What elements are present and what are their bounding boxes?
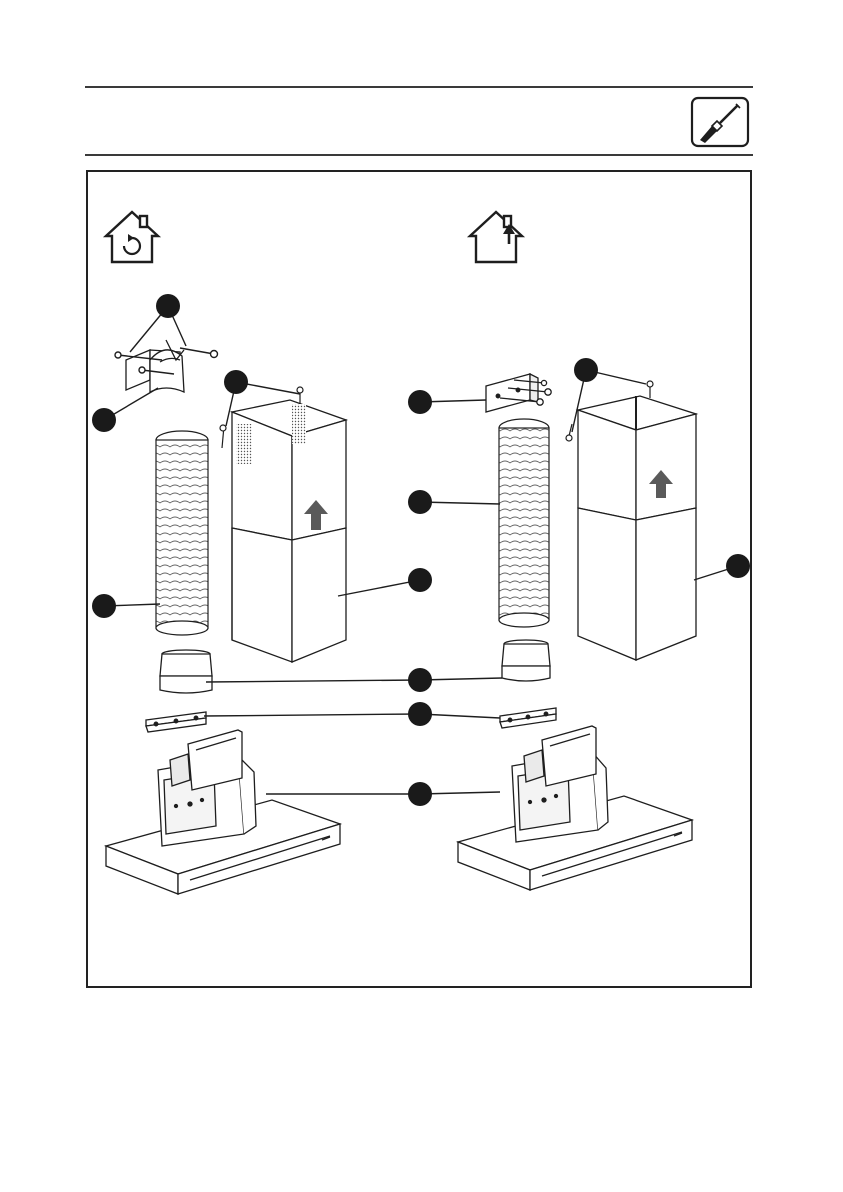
- callout-chimney-right: [726, 554, 750, 578]
- hood-body-right: [458, 726, 692, 890]
- chimney-bracket-left: [146, 712, 206, 732]
- callout-lower-chimney: [408, 568, 432, 592]
- callout-deflector: [92, 408, 116, 432]
- wall-bracket-right: [486, 374, 538, 412]
- flexible-duct-left: [156, 431, 208, 635]
- callout-chimney-screws-right: [574, 358, 598, 382]
- chimney-right: [578, 396, 696, 660]
- callout-adapter: [408, 668, 432, 692]
- house-extraction-icon: [470, 212, 522, 262]
- air-deflector: [126, 340, 184, 392]
- duct-adapter-right: [502, 640, 550, 681]
- duct-adapter-left: [160, 650, 212, 693]
- house-recirculation-icon: [106, 212, 158, 262]
- callout-wall-bracket: [408, 390, 432, 414]
- chimney-bracket-right: [500, 708, 556, 728]
- callout-chimney-screws-left: [224, 370, 248, 394]
- callout-duct-right: [408, 490, 432, 514]
- callout-bracket: [408, 702, 432, 726]
- flexible-duct-right: [499, 419, 549, 627]
- hood-body-left: [106, 730, 340, 894]
- chimney-left: [232, 400, 346, 662]
- callout-hood: [408, 782, 432, 806]
- callout-duct-left: [92, 594, 116, 618]
- callout-deflector-screws: [156, 294, 180, 318]
